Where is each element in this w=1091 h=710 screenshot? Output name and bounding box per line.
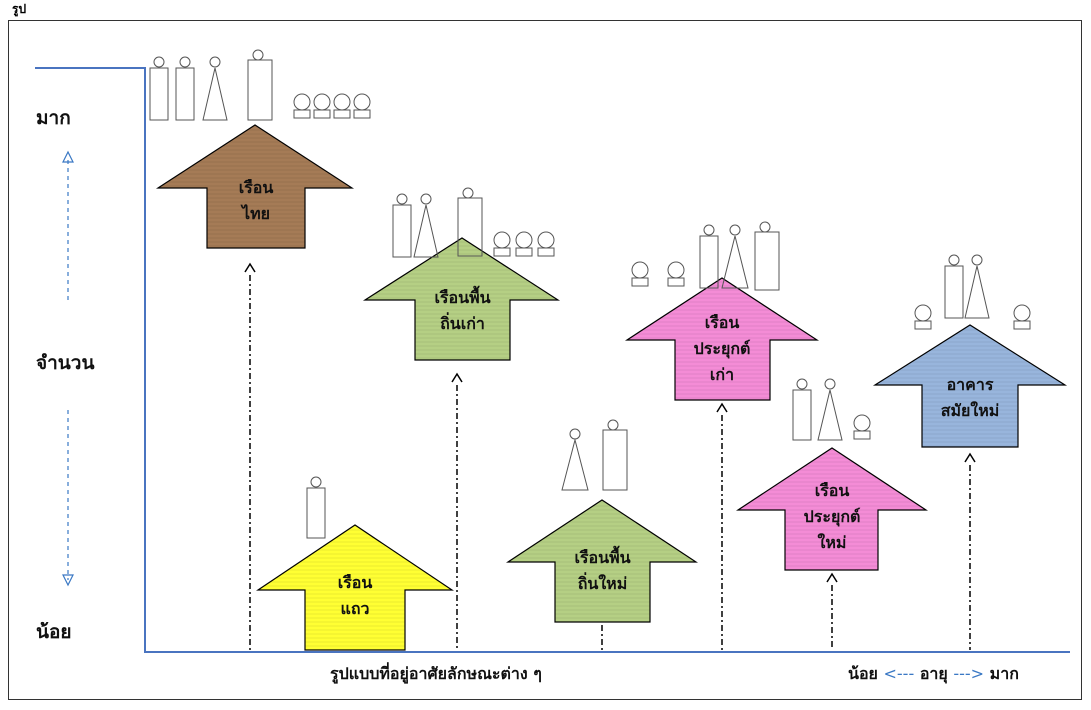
- label-thai-house: เรือนไทย: [238, 178, 274, 223]
- guide-head-modern: [964, 452, 976, 463]
- y-label-more: มาก: [36, 107, 71, 129]
- people-icons: [149, 49, 1031, 539]
- people-icon-group-new-applied: [792, 378, 871, 441]
- label-new-local-house: เรือนพื้นถิ่นใหม่: [574, 548, 631, 593]
- age-legend-more: มาก: [989, 664, 1019, 683]
- label-row-house: เรือนแถว: [337, 573, 373, 618]
- label-new-applied-house: เรือนประยุกต์ใหม่: [803, 481, 861, 552]
- label-old-local-house: เรือนพื้นถิ่นเก่า: [434, 288, 491, 333]
- y-arrow-down-head: [62, 574, 74, 587]
- guide-head-new-applied: [826, 572, 838, 583]
- people-icon-group-row: [306, 476, 326, 539]
- people-icon-group-modern: [914, 254, 1031, 330]
- guide-head-old-applied: [716, 402, 728, 413]
- age-legend-less: น้อย: [848, 664, 878, 683]
- y-label-quantity: จำนวน: [36, 352, 95, 374]
- x-axis-label: รูปแบบที่อยู่อาศัยลักษณะต่าง ๆ: [330, 664, 542, 683]
- label-modern-building: อาคารสมัยใหม่: [940, 375, 1000, 420]
- people-icon-group-old-local: [392, 187, 555, 258]
- age-legend-label: อายุ: [919, 664, 948, 683]
- people-icon-group-old-applied: [631, 221, 780, 291]
- frame: [8, 20, 1082, 700]
- age-legend-dash-right: --->: [953, 664, 985, 683]
- people-icon-group-new-local: [561, 419, 628, 491]
- guide-head-thai: [244, 262, 256, 273]
- label-old-applied-house: เรือนประยุกต์เก่า: [693, 313, 751, 384]
- age-legend-dash-left: <---: [883, 664, 915, 683]
- guide-head-old-local: [451, 372, 463, 383]
- axis-lines: [35, 67, 1070, 653]
- caption: รูป: [12, 2, 27, 16]
- people-icon-group-thai: [149, 49, 371, 121]
- age-legend: น้อย <--- อายุ ---> มาก: [848, 662, 1019, 687]
- y-label-less: น้อย: [36, 621, 72, 643]
- y-arrow-up-head: [62, 150, 74, 163]
